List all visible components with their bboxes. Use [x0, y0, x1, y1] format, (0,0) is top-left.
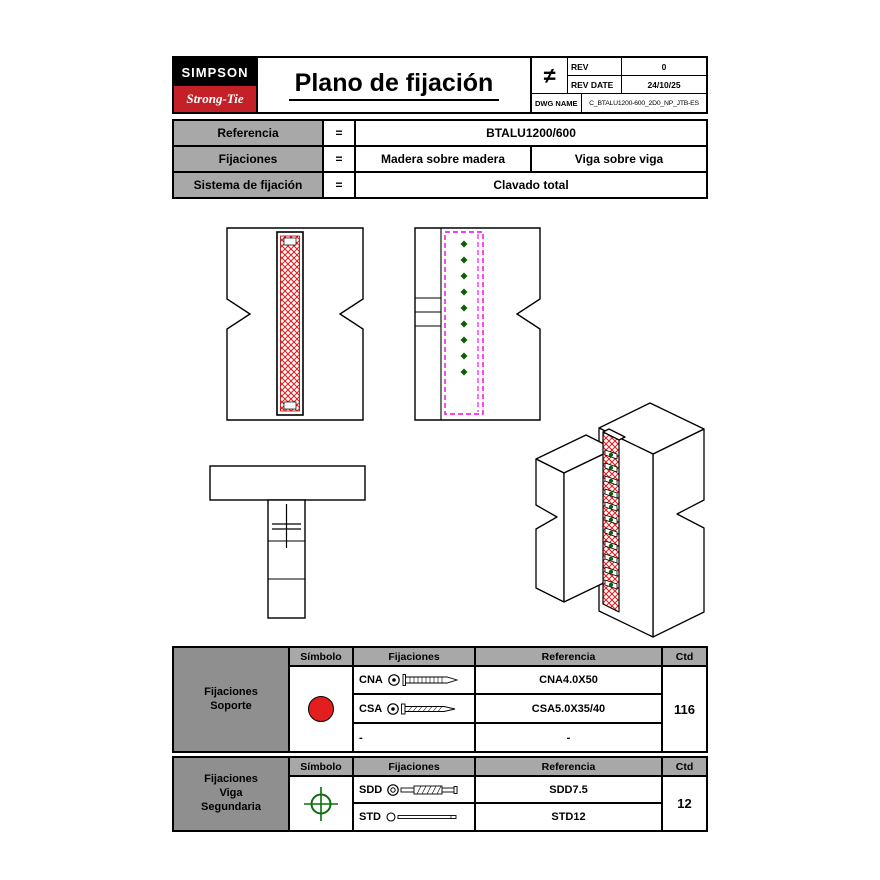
dwg-name-label: DWG NAME [532, 94, 582, 112]
logo-strongtie-text: Strong-Tie [174, 86, 256, 112]
spec-label-fijaciones: Fijaciones [174, 147, 322, 171]
col-header-ctd: Ctd [663, 648, 706, 665]
spec-value-referencia: BTALU1200/600 [356, 121, 706, 145]
equals-sign: = [324, 173, 354, 197]
support-group-label: Fijaciones Soporte [174, 648, 288, 751]
col-header-referencia: Referencia [476, 648, 661, 665]
spec-value-fijaciones-1: Madera sobre madera [356, 147, 530, 171]
logo-simpson-text: SIMPSON [174, 58, 256, 87]
fixing-code: CNA [359, 674, 383, 686]
std-dowel-icon [386, 812, 457, 822]
fixing-code: SDD [359, 783, 383, 796]
col-header-ctd: Ctd [663, 758, 706, 775]
title-block: SIMPSON Strong-Tie Plano de fijación ≠ R… [172, 56, 708, 114]
fixing-row-cna: CNA [354, 667, 474, 693]
secondary-group-label: Fijaciones Viga Segundaria [174, 758, 288, 830]
reference-cell: - [476, 724, 661, 751]
reference-cell: CNA4.0X50 [476, 667, 661, 693]
spec-value-fijaciones-2: Viga sobre viga [532, 147, 706, 171]
section-view-drawing [209, 465, 366, 619]
fixing-code: STD [359, 811, 381, 823]
reference-cell: SDD7.5 [476, 777, 661, 802]
spec-label-referencia: Referencia [174, 121, 322, 145]
side-view-drawing [414, 227, 541, 421]
support-symbol-cell [290, 667, 352, 751]
isometric-view-drawing [535, 402, 705, 638]
col-header-fijaciones: Fijaciones [354, 758, 474, 775]
cna-nail-icon [388, 674, 459, 686]
company-logo: SIMPSON Strong-Tie [174, 58, 258, 112]
support-fixings-table: Fijaciones Soporte Símbolo Fijaciones Re… [172, 646, 708, 753]
rev-date-label: REV DATE [568, 76, 622, 94]
col-header-fijaciones: Fijaciones [354, 648, 474, 665]
fixing-row-csa: CSA [354, 695, 474, 722]
fixing-row-empty: - [354, 724, 474, 751]
fixing-code: CSA [359, 702, 383, 715]
col-header-simbolo: Símbolo [290, 758, 352, 775]
sheet-title-text: Plano de fijación [288, 69, 500, 101]
green-crosshair-symbol [304, 786, 338, 821]
sdd-screw-icon [387, 783, 458, 796]
support-qty: 116 [663, 667, 706, 751]
rev-value: 0 [661, 61, 667, 72]
dwg-name-value: C_BTALU1200-600_2D0_NP_JTB-ES [589, 99, 699, 107]
projection-symbol: ≠ [532, 58, 568, 94]
spec-table: Referencia = BTALU1200/600 Fijaciones = … [172, 119, 708, 199]
equals-sign: = [324, 147, 354, 171]
revision-block: ≠ REV 0 REV DATE 24/10/25 DWG NAME C_BTA… [530, 58, 706, 112]
secondary-qty: 12 [663, 777, 706, 830]
csa-screw-icon [387, 702, 456, 715]
spec-value-sistema: Clavado total [356, 173, 706, 197]
spec-label-sistema: Sistema de fijación [174, 173, 322, 197]
reference-cell: STD12 [476, 804, 661, 830]
fixing-row-std: STD [354, 804, 474, 830]
fixing-row-sdd: SDD [354, 777, 474, 802]
reference-cell: CSA5.0X35/40 [476, 695, 661, 722]
col-header-simbolo: Símbolo [290, 648, 352, 665]
equals-sign: = [324, 121, 354, 145]
col-header-referencia: Referencia [476, 758, 661, 775]
rev-label: REV [568, 58, 622, 76]
technical-drawings [172, 204, 708, 644]
front-view-drawing [226, 227, 364, 421]
secondary-fixings-table: Fijaciones Viga Segundaria Símbolo Fijac… [172, 756, 708, 832]
red-circle-symbol [308, 696, 334, 722]
rev-date-value: 24/10/25 [647, 79, 681, 90]
sheet-title: Plano de fijación [258, 58, 530, 112]
secondary-symbol-cell [290, 777, 352, 830]
